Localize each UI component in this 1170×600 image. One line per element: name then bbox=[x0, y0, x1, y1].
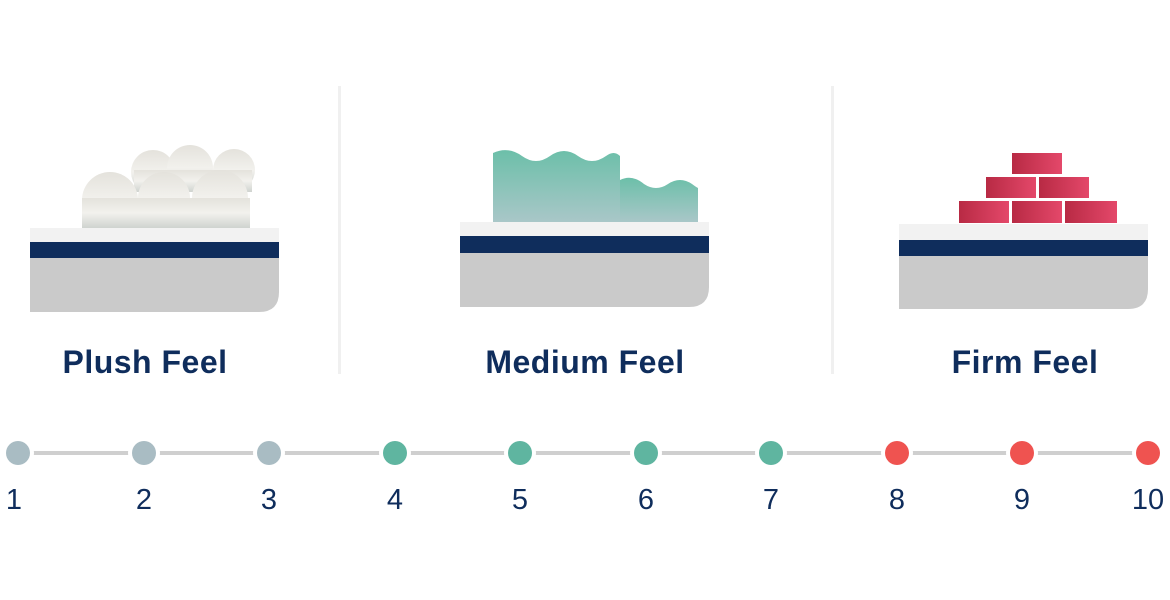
scale-number-5: 5 bbox=[511, 484, 529, 516]
mattress-top bbox=[460, 222, 709, 236]
scale-segment bbox=[771, 451, 897, 455]
medium-mattress-icon bbox=[460, 150, 709, 307]
plush-mattress-icon bbox=[30, 145, 279, 312]
scale-number-1: 1 bbox=[5, 484, 23, 516]
scale-segment bbox=[395, 451, 520, 455]
mattress-base bbox=[460, 253, 709, 307]
scale-dot-10 bbox=[1136, 441, 1160, 465]
cloud-front bbox=[82, 170, 250, 228]
scale-dot-9 bbox=[1010, 441, 1034, 465]
scale-dot-8 bbox=[885, 441, 909, 465]
scale-number-2: 2 bbox=[135, 484, 153, 516]
divider-right bbox=[831, 86, 834, 374]
scale-dot-2 bbox=[132, 441, 156, 465]
scale-segment bbox=[144, 451, 269, 455]
foam-block-tall bbox=[493, 150, 620, 222]
mattress-top bbox=[899, 224, 1148, 240]
scale-dot-4 bbox=[383, 441, 407, 465]
scale-number-6: 6 bbox=[637, 484, 655, 516]
firm-mattress-icon bbox=[899, 153, 1148, 309]
scale-segment bbox=[18, 451, 144, 455]
foam-block-short bbox=[620, 177, 698, 222]
scale-dot-5 bbox=[508, 441, 532, 465]
mattress-base bbox=[899, 256, 1148, 309]
mattress-top bbox=[30, 228, 279, 242]
scale-segment bbox=[269, 451, 395, 455]
scale-number-10: 10 bbox=[1131, 484, 1165, 516]
medium-panel: Medium Feel bbox=[430, 0, 750, 400]
scale-number-3: 3 bbox=[260, 484, 278, 516]
scale-number-9: 9 bbox=[1013, 484, 1031, 516]
scale-number-7: 7 bbox=[762, 484, 780, 516]
scale-segment bbox=[897, 451, 1022, 455]
plush-panel: Plush Feel bbox=[0, 0, 340, 400]
scale-segment bbox=[1022, 451, 1148, 455]
mattress-stripe bbox=[30, 242, 279, 258]
scale-number-4: 4 bbox=[386, 484, 404, 516]
feel-label-medium: Medium Feel bbox=[485, 344, 685, 380]
scale-dot-3 bbox=[257, 441, 281, 465]
brick-stack bbox=[959, 153, 1117, 223]
scale-number-8: 8 bbox=[888, 484, 906, 516]
scale-dot-6 bbox=[634, 441, 658, 465]
scale-segment bbox=[520, 451, 646, 455]
scale-dot-1 bbox=[6, 441, 30, 465]
mattress-stripe bbox=[460, 236, 709, 253]
feel-label-firm: Firm Feel bbox=[951, 344, 1099, 380]
scale-dot-7 bbox=[759, 441, 783, 465]
mattress-stripe bbox=[899, 240, 1148, 256]
mattress-base bbox=[30, 258, 279, 312]
feel-label-plush: Plush Feel bbox=[62, 344, 228, 380]
divider-left bbox=[338, 86, 341, 374]
scale-segment bbox=[646, 451, 771, 455]
firm-panel: Firm Feel bbox=[870, 0, 1170, 400]
